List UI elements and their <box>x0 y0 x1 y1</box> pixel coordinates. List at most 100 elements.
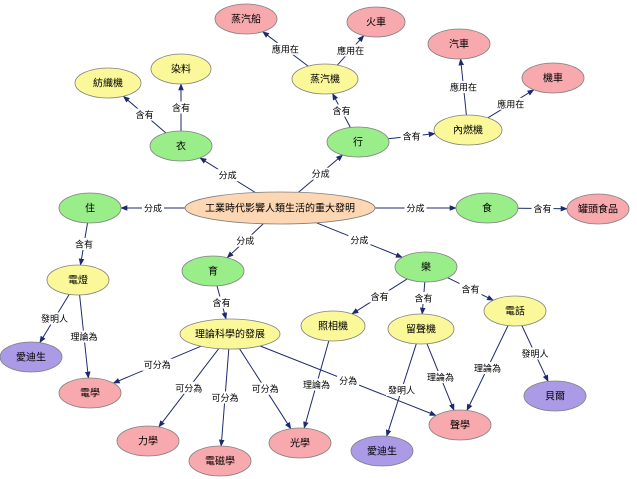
link-label-bg <box>309 167 332 180</box>
link-label: 理論為 <box>303 379 330 391</box>
node-yu[interactable]: 育 <box>181 255 245 287</box>
link-label-bg <box>531 202 554 215</box>
node-shape <box>291 63 359 95</box>
link-label: 可分為 <box>211 392 238 404</box>
node-zhengqichuan[interactable]: 蒸汽船 <box>214 3 278 35</box>
node-shape <box>433 114 503 146</box>
node-label: 力學 <box>138 435 158 448</box>
node-neiranji[interactable]: 內燃機 <box>433 114 503 146</box>
link-label-bg <box>141 358 173 371</box>
node-label: 火車 <box>366 16 386 29</box>
link-label: 分成 <box>350 235 368 247</box>
link-label: 發明人 <box>521 348 548 360</box>
link-label: 可分為 <box>252 383 279 395</box>
node-aidisheng1[interactable]: 愛迪生 <box>0 341 63 373</box>
node-label: 住 <box>85 202 95 215</box>
link-label-bg <box>210 296 233 309</box>
node-label: 染料 <box>171 63 191 76</box>
node-dianciixue[interactable]: 電磁學 <box>188 445 252 477</box>
link-label: 分成 <box>219 170 237 182</box>
node-label: 樂 <box>421 261 431 274</box>
node-shape <box>0 341 63 373</box>
node-liushengji[interactable]: 留聲機 <box>387 313 455 345</box>
link-label-bg <box>412 292 435 304</box>
link-label: 理論為 <box>427 372 454 384</box>
link-label: 含有 <box>403 131 421 143</box>
node-label: 汽車 <box>449 38 469 51</box>
node-shape <box>188 445 252 477</box>
node-shi[interactable]: 食 <box>455 192 519 224</box>
link-label-bg <box>234 234 257 247</box>
node-shape <box>350 435 414 467</box>
node-yi[interactable]: 衣 <box>149 130 213 162</box>
node-label: 行 <box>353 136 363 149</box>
node-lixue[interactable]: 力學 <box>116 425 180 457</box>
node-le[interactable]: 樂 <box>394 251 458 283</box>
node-shape <box>326 126 390 158</box>
node-dianxue[interactable]: 電學 <box>58 377 122 409</box>
link-label: 含有 <box>332 105 350 117</box>
node-shape <box>214 3 278 35</box>
link-label: 理論為 <box>474 363 501 375</box>
node-zhaoxiangji[interactable]: 照相機 <box>300 310 366 342</box>
node-fangzhiji[interactable]: 紡織機 <box>74 67 142 99</box>
link-label: 含有 <box>75 239 93 251</box>
node-qiche[interactable]: 汽車 <box>427 28 491 60</box>
node-ranliao[interactable]: 染料 <box>150 53 212 85</box>
node-aidisheng2[interactable]: 愛迪生 <box>350 435 414 467</box>
link-label-bg <box>170 101 192 114</box>
node-xing[interactable]: 行 <box>326 126 390 158</box>
link-label: 含有 <box>136 109 154 121</box>
link-label-bg <box>495 97 527 110</box>
node-lilun[interactable]: 理論科學的發展 <box>179 318 281 350</box>
link-label-bg <box>404 202 427 214</box>
link-label: 含有 <box>371 291 389 303</box>
link-label: 含有 <box>414 293 432 305</box>
node-dianhua[interactable]: 電話 <box>483 295 547 327</box>
node-label: 食 <box>482 202 492 215</box>
node-shape <box>268 427 332 459</box>
node-label: 聲學 <box>450 419 470 432</box>
node-shape <box>184 191 376 225</box>
node-beier[interactable]: 貝爾 <box>523 380 587 412</box>
link-label-bg <box>348 234 371 247</box>
node-shape <box>181 255 245 287</box>
node-label: 育 <box>208 265 218 278</box>
link-label-bg <box>368 290 391 303</box>
node-zhengqiji[interactable]: 蒸汽機 <box>291 63 359 95</box>
node-shape <box>149 130 213 162</box>
link-label: 分成 <box>406 203 424 215</box>
link-label-bg <box>68 330 100 343</box>
link-label: 分成 <box>236 235 254 247</box>
node-shape <box>387 313 455 345</box>
link-label: 含有 <box>212 297 230 309</box>
node-shape <box>428 409 492 441</box>
node-guantou[interactable]: 罐頭食品 <box>566 193 630 225</box>
node-shengxue[interactable]: 聲學 <box>428 409 492 441</box>
link-label-bg <box>73 238 95 250</box>
link-label-bg <box>39 312 70 325</box>
node-huoche[interactable]: 火車 <box>346 6 406 38</box>
link-label-bg <box>425 371 456 383</box>
link-label: 分成 <box>144 203 162 215</box>
link-label: 含有 <box>461 284 479 296</box>
node-shape <box>346 6 406 38</box>
node-dengpao[interactable]: 電燈 <box>46 264 110 296</box>
node-label: 紡織機 <box>93 77 123 90</box>
node-central[interactable]: 工業時代影響人類生活的重大發明 <box>184 191 376 225</box>
node-jiche[interactable]: 機車 <box>521 62 585 94</box>
node-zhu[interactable]: 住 <box>58 192 122 224</box>
link-label-bg <box>400 130 423 143</box>
node-guangxue[interactable]: 光學 <box>268 427 332 459</box>
link-label: 分成 <box>312 168 330 180</box>
link-label-bg <box>142 202 164 214</box>
node-shape <box>455 192 519 224</box>
link-label-bg <box>269 42 301 55</box>
link-label-bg <box>249 382 281 395</box>
link-label: 應用在 <box>272 43 299 55</box>
node-label: 光學 <box>290 437 310 450</box>
link-label-bg <box>209 391 241 404</box>
node-shape <box>74 67 142 99</box>
node-label: 電話 <box>505 305 525 318</box>
